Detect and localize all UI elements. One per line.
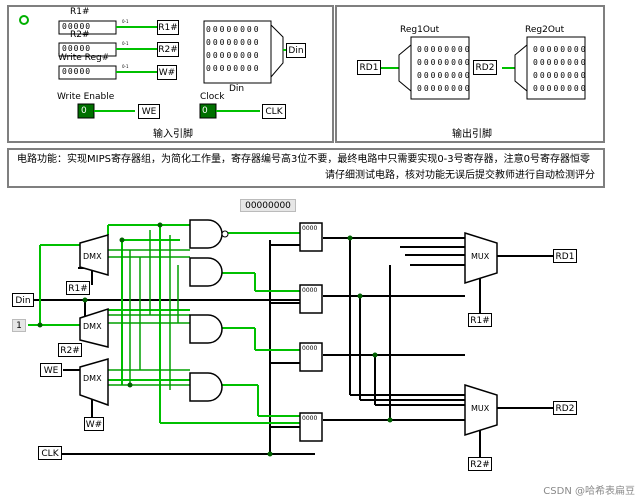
- and-gate-0: [189, 219, 223, 249]
- r1-pin-label: R1#: [70, 7, 90, 17]
- note-line-2: 请仔细测试电路，核对功能无误后提交教师进行自动检测评分: [325, 170, 595, 181]
- register-file-circuit: [28, 219, 553, 457]
- reg1-row: 00000000: [417, 84, 472, 93]
- output-panel-caption: 输出引脚: [452, 129, 492, 140]
- reg2-output-label: Reg2Out: [525, 25, 565, 35]
- dmx-w: [79, 358, 109, 407]
- register-1: [299, 284, 323, 314]
- din-pin-label: Din: [229, 84, 245, 94]
- svg-text:0-1: 0-1: [122, 41, 129, 46]
- mixed-wires: [108, 230, 190, 390]
- reg1-output-label: Reg1Out: [400, 25, 440, 35]
- w-circuit-tunnel: W#: [84, 417, 104, 431]
- r1-mux-select-tunnel: R1#: [468, 313, 492, 327]
- register-0-bits: 0000: [302, 225, 318, 232]
- reg1-row: 00000000: [417, 71, 472, 80]
- register-3-bits: 0000: [302, 415, 318, 422]
- junction-dots: [37, 222, 393, 457]
- din-row: 00000000: [206, 38, 261, 47]
- reg1-value-grid: 00000000 00000000 00000000 00000000: [417, 43, 472, 95]
- one-constant: 1: [12, 319, 26, 332]
- reg2-row: 00000000: [533, 84, 588, 93]
- register-1-bits: 0000: [302, 287, 318, 294]
- din-circuit-tunnel: Din: [12, 293, 34, 307]
- r2-circuit-tunnel: R2#: [58, 343, 82, 357]
- register-2: [299, 342, 323, 372]
- w-pin-label: Write Reg#: [58, 53, 110, 63]
- mux-rd2: [464, 383, 498, 437]
- r2-tunnel: R2#: [157, 42, 179, 57]
- watermark: CSDN @哈希表扁豆: [543, 486, 635, 497]
- r1-tunnel: R1#: [157, 20, 179, 35]
- r1-circuit-tunnel: R1#: [66, 281, 90, 295]
- r2-pin-label: R2#: [70, 30, 90, 40]
- clock-value: 0: [202, 106, 208, 116]
- clk-tunnel: CLK: [262, 104, 286, 119]
- write-enable-label: Write Enable: [57, 92, 115, 102]
- rd2-output-tunnel: RD2: [473, 60, 497, 75]
- r2-pin-value: 00000: [62, 44, 92, 53]
- reg1-output-pin: [410, 36, 470, 100]
- input-panel-drawing: 0-1 0-1 0-1: [19, 15, 287, 119]
- green-wires: [28, 224, 300, 424]
- dmx-r2-label: DMX: [83, 322, 102, 331]
- reg2-value-grid: 00000000 00000000 00000000 00000000: [533, 43, 588, 95]
- and-gate-3: [189, 372, 223, 402]
- din-row: 00000000: [206, 51, 261, 60]
- mux-rd1: [464, 231, 498, 285]
- dmx-r2: [79, 307, 109, 348]
- dmx-r1: [79, 234, 109, 276]
- black-wires: [33, 237, 553, 457]
- reg2-row: 00000000: [533, 71, 588, 80]
- svg-text:0-1: 0-1: [122, 64, 129, 69]
- note-line-1: 电路功能：实现MIPS寄存器组，为简化工作量，寄存器编号高3位不要，最终电路中只…: [17, 154, 591, 165]
- we-tunnel: WE: [138, 104, 160, 119]
- zero-constant: 00000000: [240, 199, 296, 212]
- w-pin-value: 00000: [62, 67, 92, 76]
- register-3: [299, 412, 323, 442]
- and-gate-1: [189, 257, 223, 287]
- dmx-w-label: DMX: [83, 374, 102, 383]
- and-gate-2: [189, 314, 223, 344]
- description-note: 电路功能：实现MIPS寄存器组，为简化工作量，寄存器编号高3位不要，最终电路中只…: [7, 148, 605, 188]
- svg-text:0-1: 0-1: [122, 19, 129, 24]
- w-tunnel: W#: [157, 65, 177, 80]
- output-panel-drawing: [377, 36, 586, 100]
- status-indicator-icon: [19, 15, 29, 25]
- register-0: [299, 222, 323, 252]
- din-tunnel: Din: [286, 43, 306, 58]
- rd2-circuit-tunnel: RD2: [553, 401, 577, 415]
- we-circuit-tunnel: WE: [40, 363, 62, 377]
- write-enable-value: 0: [81, 106, 87, 116]
- din-row: 00000000: [206, 25, 261, 34]
- din-row: 00000000: [206, 64, 261, 73]
- mux-rd2-label: MUX: [471, 404, 490, 413]
- reg1-row: 00000000: [417, 58, 472, 67]
- register-2-bits: 0000: [302, 345, 318, 352]
- dmx-r1-label: DMX: [83, 252, 102, 261]
- clock-label: Clock: [200, 92, 225, 102]
- mux-rd1-label: MUX: [471, 252, 490, 261]
- input-panel-caption: 输入引脚: [153, 129, 193, 140]
- rd1-output-tunnel: RD1: [357, 60, 381, 75]
- reg2-row: 00000000: [533, 45, 588, 54]
- din-input-pin[interactable]: [203, 20, 272, 84]
- din-value-grid: 00000000 00000000 00000000 00000000: [206, 23, 261, 75]
- reg1-row: 00000000: [417, 45, 472, 54]
- rd1-circuit-tunnel: RD1: [553, 249, 577, 263]
- reg2-output-pin: [526, 36, 586, 100]
- r2-mux-select-tunnel: R2#: [468, 457, 492, 471]
- clk-circuit-tunnel: CLK: [38, 446, 62, 460]
- r1-pin-value: 00000: [62, 22, 92, 31]
- reg2-row: 00000000: [533, 58, 588, 67]
